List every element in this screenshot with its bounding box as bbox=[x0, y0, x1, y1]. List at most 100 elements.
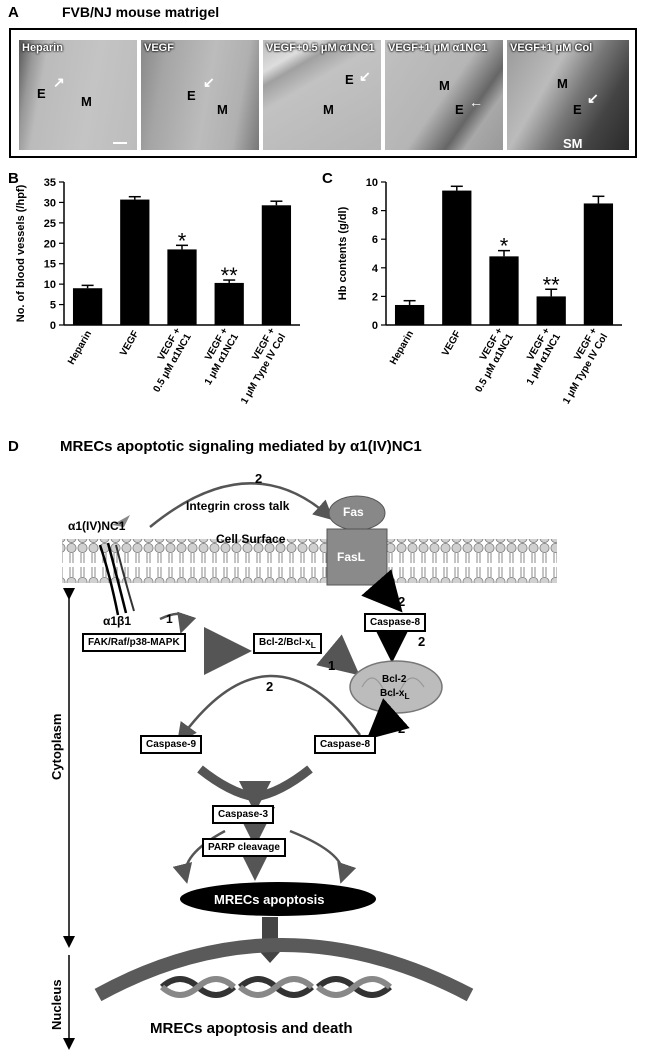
y-tick-label: 15 bbox=[44, 259, 56, 271]
bcl-box-text: Bcl-2/Bcl-x bbox=[259, 637, 311, 648]
endothelium-mark: E bbox=[187, 88, 196, 103]
parp-box: PARP cleavage bbox=[202, 838, 286, 857]
crosstalk-arrow bbox=[149, 482, 334, 528]
y-tick-label: 10 bbox=[366, 177, 378, 189]
caspase8-top-box: Caspase-8 bbox=[364, 613, 427, 632]
bar bbox=[120, 199, 150, 325]
category-label: Heparin bbox=[66, 329, 94, 367]
panel-c-letter: C bbox=[322, 170, 333, 187]
mito-label-2-sub: L bbox=[404, 691, 410, 701]
category-label: VEGF +0.5 μM α1NC1 bbox=[473, 326, 516, 394]
apoptosis-oval bbox=[180, 882, 376, 916]
bar bbox=[72, 288, 103, 325]
micrograph-vegf-low-nc1: VEGF+0.5 μM α1NC1 E ↙ M bbox=[263, 40, 381, 150]
panel-d-letter: D bbox=[8, 438, 19, 455]
micrograph-label: VEGF+1 μM Col bbox=[510, 42, 593, 54]
bar bbox=[167, 249, 197, 325]
caspase3-box: Caspase-3 bbox=[212, 805, 275, 824]
panel-a-letter: A bbox=[8, 4, 19, 21]
y-tick-label: 6 bbox=[372, 234, 378, 246]
y-tick-label: 0 bbox=[50, 320, 56, 332]
panel-b-letter: B bbox=[8, 170, 19, 187]
significance-mark: * bbox=[500, 234, 509, 259]
y-tick-label: 4 bbox=[372, 263, 379, 275]
nucleus-label: Nucleus bbox=[49, 979, 64, 1030]
fas-label: Fas bbox=[343, 505, 364, 519]
arrow-icon: ← bbox=[469, 94, 483, 110]
arrow-icon: ↗ bbox=[53, 74, 65, 90]
step1-number-mito: 1 bbox=[328, 658, 336, 673]
bar bbox=[489, 256, 519, 325]
y-tick-label: 5 bbox=[50, 300, 56, 312]
integrin-label: α1β1 bbox=[103, 614, 132, 628]
y-tick-label: 0 bbox=[372, 320, 378, 332]
y-tick-label: 2 bbox=[372, 291, 378, 303]
micrograph-vegf-high-nc1: VEGF+1 μM α1NC1 M E ← bbox=[385, 40, 503, 150]
category-text: Heparin bbox=[388, 329, 416, 367]
death-label: MRECs apoptosis and death bbox=[150, 1020, 353, 1037]
bar bbox=[214, 282, 244, 325]
matrigel-mark: M bbox=[81, 94, 92, 109]
significance-mark: ** bbox=[543, 272, 561, 297]
cell-surface-label: Cell Surface bbox=[216, 532, 286, 546]
matrigel-mark: M bbox=[557, 76, 568, 91]
mitochondrion bbox=[349, 660, 443, 714]
bar bbox=[536, 296, 566, 325]
category-label: VEGF +1 μM α1NC1 bbox=[203, 326, 241, 387]
arrow-icon: ↙ bbox=[587, 90, 599, 106]
micrograph-strip: Heparin E ↗ M VEGF E ↙ M VEGF+0.5 μM α1N… bbox=[9, 28, 637, 158]
arrow-icon: ↙ bbox=[203, 74, 215, 90]
category-label: VEGF +0.5 μM α1NC1 bbox=[151, 326, 194, 394]
step1-number: 1 bbox=[166, 612, 173, 626]
cytoplasm-label: Cytoplasm bbox=[49, 713, 64, 780]
category-label: VEGF bbox=[440, 329, 463, 358]
caspase-arc bbox=[177, 674, 361, 744]
step2-number-fasl: 2 bbox=[398, 594, 406, 609]
category-label: VEGF bbox=[118, 329, 141, 358]
step2-number-casp8: 2 bbox=[418, 634, 426, 649]
category-label: VEGF +1 μM α1NC1 bbox=[525, 326, 563, 387]
y-tick-label: 10 bbox=[44, 279, 56, 291]
category-text: VEGF bbox=[118, 329, 141, 358]
matrigel-mark: M bbox=[217, 102, 228, 117]
category-text: Heparin bbox=[66, 329, 94, 367]
smooth-muscle-mark: SM bbox=[563, 136, 583, 150]
y-tick-label: 20 bbox=[44, 238, 56, 250]
category-label: Heparin bbox=[388, 329, 416, 367]
step2-number-mito: 2 bbox=[398, 721, 406, 736]
bar bbox=[261, 205, 292, 325]
endothelium-mark: E bbox=[37, 86, 46, 101]
bar bbox=[583, 203, 614, 325]
matrigel-mark: M bbox=[323, 102, 334, 117]
y-tick-label: 30 bbox=[44, 197, 56, 209]
scale-bar bbox=[113, 142, 127, 144]
significance-mark: * bbox=[178, 228, 187, 253]
fak-box: FAK/Raf/p38-MAPK bbox=[82, 633, 186, 652]
micrograph-label: VEGF+1 μM α1NC1 bbox=[388, 42, 488, 54]
bcl-box: Bcl-2/Bcl-xL bbox=[253, 633, 322, 654]
category-text: VEGF bbox=[440, 329, 463, 358]
dna-icon bbox=[160, 976, 392, 998]
micrograph-vegf: VEGF E ↙ M bbox=[141, 40, 259, 150]
panel-a-title: FVB/NJ mouse matrigel bbox=[62, 4, 220, 20]
mito-label-1: Bcl-2 bbox=[382, 674, 407, 685]
mito-label-2-text: Bcl-x bbox=[380, 688, 405, 699]
signaling-diagram bbox=[62, 482, 557, 1050]
mito-label-2: Bcl-xL bbox=[380, 688, 410, 701]
bcl-box-sub: L bbox=[310, 640, 316, 650]
crosstalk-label: Integrin cross talk bbox=[186, 499, 290, 513]
micrograph-label: VEGF+0.5 μM α1NC1 bbox=[266, 42, 375, 54]
cell-membrane bbox=[62, 539, 557, 583]
crosstalk-number: 2 bbox=[255, 471, 263, 486]
apoptosis-label: MRECs apoptosis bbox=[214, 892, 325, 907]
bar bbox=[394, 304, 425, 325]
ligand-label: α1(IV)NC1 bbox=[68, 519, 126, 533]
fasl-label: FasL bbox=[337, 550, 366, 564]
y-tick-label: 25 bbox=[44, 218, 56, 230]
micrograph-heparin: Heparin E ↗ M bbox=[19, 40, 137, 150]
arrow-icon: ↙ bbox=[359, 68, 371, 84]
endothelium-mark: E bbox=[455, 102, 464, 117]
micrograph-label: Heparin bbox=[22, 42, 63, 54]
